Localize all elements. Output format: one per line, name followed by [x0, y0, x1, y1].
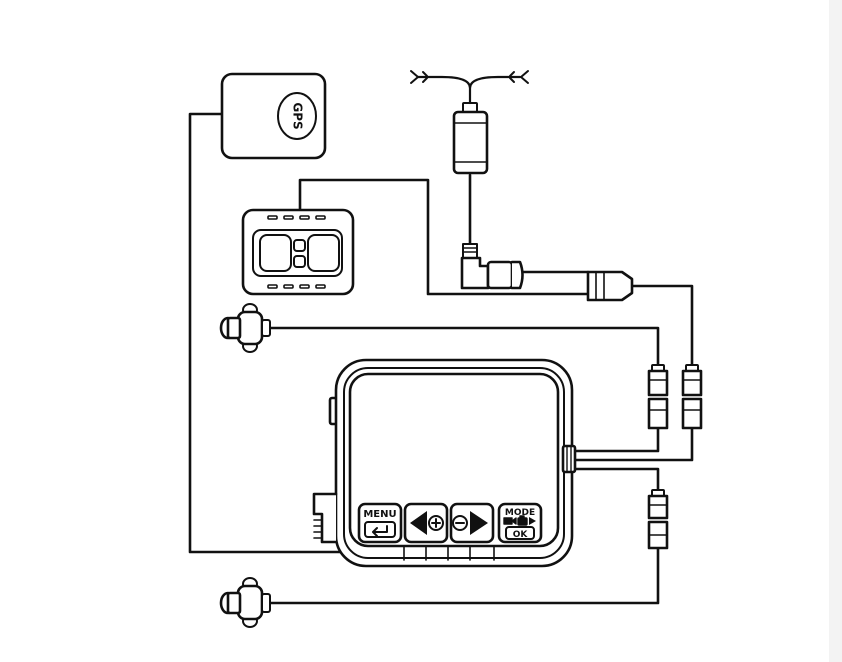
rear-camera-wire	[266, 546, 660, 605]
main-cable-connector	[681, 364, 703, 430]
front-camera	[219, 303, 271, 353]
right-edge-panel	[829, 0, 842, 662]
front-camera-connector	[647, 364, 669, 430]
remote-top-small-button	[293, 239, 306, 252]
left-arrow-icon	[410, 511, 427, 535]
play-icon	[529, 517, 536, 525]
dvr-cable-gland	[561, 444, 577, 474]
power-clip-wires	[416, 75, 522, 90]
front-camera-wire	[268, 326, 660, 367]
ok-key	[505, 526, 535, 540]
photo-camera-icon	[517, 515, 528, 526]
rear-camera-connector	[647, 489, 669, 550]
main-cable-branch	[570, 426, 694, 462]
remote-left-button	[259, 234, 292, 272]
gps-label: GPS	[291, 102, 305, 129]
right-arrow-icon	[470, 511, 488, 535]
main-connector-female	[586, 270, 634, 302]
power-plug-collar	[462, 243, 478, 259]
back-arrow-icon	[372, 525, 388, 537]
power-converter-box	[452, 110, 489, 175]
gps-badge	[277, 92, 317, 140]
remote-slots	[267, 215, 326, 289]
power-joint	[486, 260, 514, 290]
main-cable-bundle	[570, 426, 660, 453]
remote-right-button	[307, 234, 340, 272]
power-clip-right	[509, 70, 529, 84]
power-elbow-plug	[460, 256, 490, 290]
main-cable-wire	[630, 284, 694, 367]
power-joint-tip	[510, 260, 524, 290]
rear-camera-branch	[570, 467, 660, 492]
gps-wire	[188, 112, 348, 554]
power-small-connector	[462, 102, 478, 113]
menu-label: MENU	[363, 509, 396, 520]
ok-label: OK	[513, 530, 529, 540]
rear-camera	[219, 577, 271, 628]
remote-inner-panel	[252, 229, 343, 277]
video-camera-icon	[503, 517, 517, 525]
back-key	[364, 521, 396, 538]
remote-bottom-small-button	[293, 255, 306, 268]
remote-wire	[298, 178, 590, 296]
power-clip-left	[410, 70, 428, 84]
mode-label: MODE	[505, 508, 535, 518]
dvr-bottom-ribs	[403, 545, 495, 561]
gps-plug	[312, 492, 338, 544]
